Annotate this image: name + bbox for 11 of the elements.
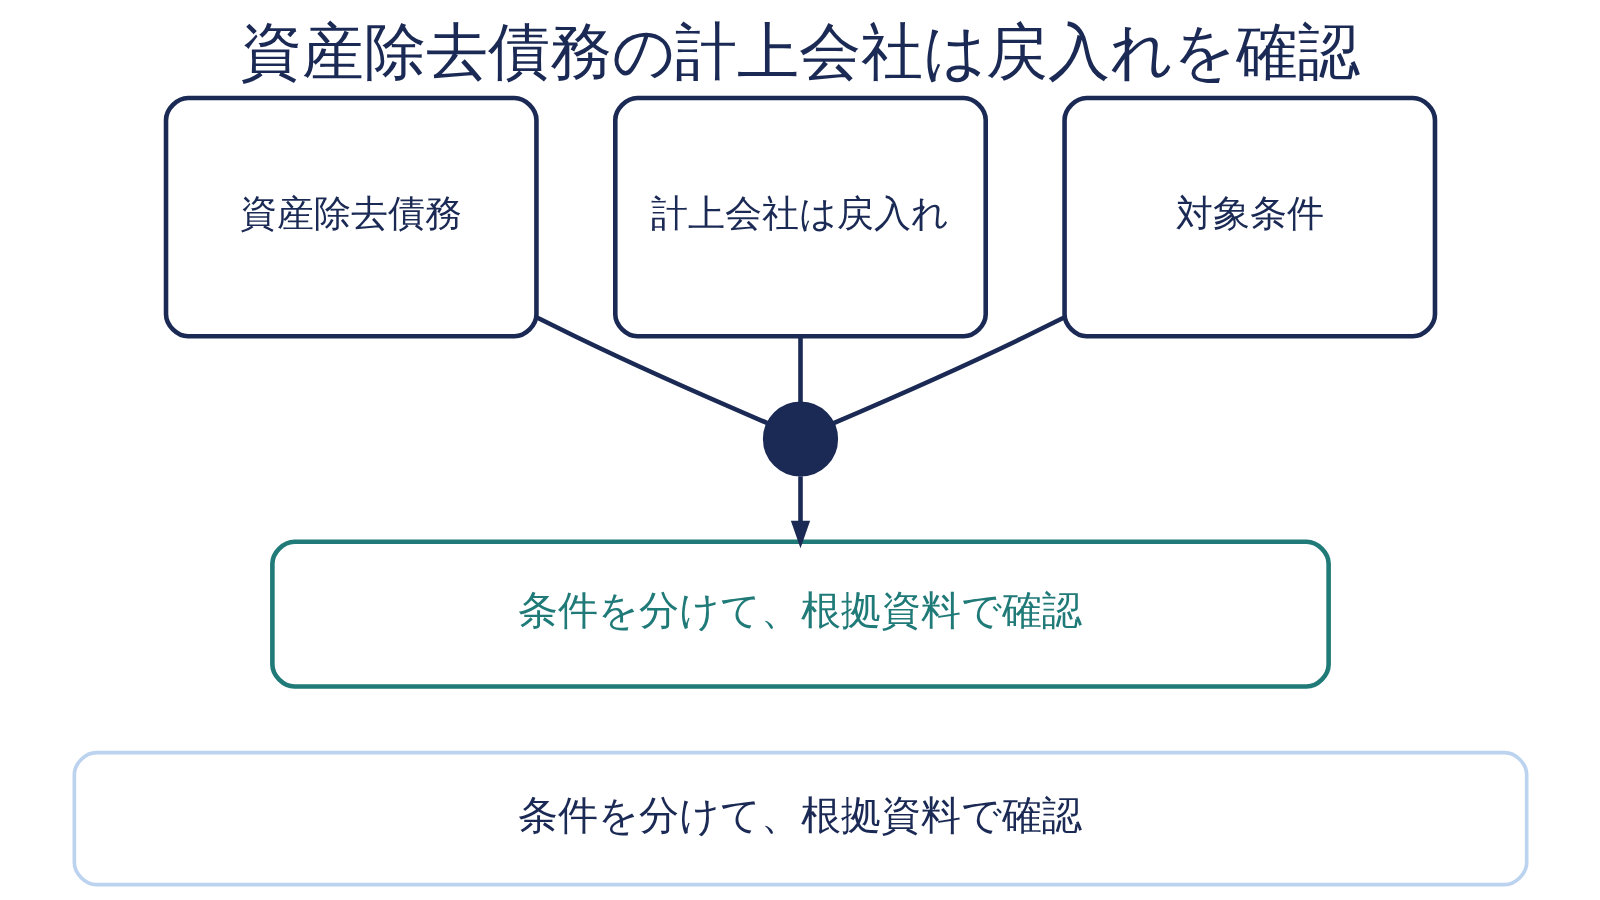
node-box: 条件を分けて、根拠資料で確認	[269, 539, 1331, 689]
connector	[797, 336, 803, 403]
node-box: 資産除去債務	[163, 95, 539, 339]
node-box: 条件を分けて、根拠資料で確認	[72, 750, 1528, 887]
node-circle	[762, 401, 838, 477]
node-box: 対象条件	[1061, 95, 1437, 339]
connector	[535, 315, 768, 426]
arrow	[790, 476, 810, 549]
diagram-title: 資産除去債務の計上会社は戻入れを確認	[240, 14, 1360, 88]
node-box: 計上会社は戻入れ	[612, 95, 988, 339]
connector	[832, 315, 1065, 426]
